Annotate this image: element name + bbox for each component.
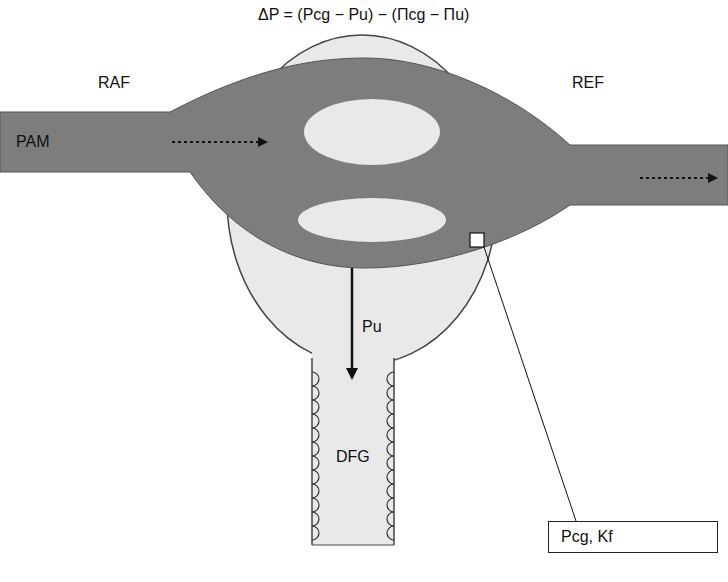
tubule-cell: [312, 400, 319, 414]
mesangial-space: [298, 198, 446, 242]
filtration-label: DFG: [336, 448, 370, 466]
tubule-cell: [387, 484, 394, 498]
tubule-cell: [387, 372, 394, 386]
tubule-cell: [387, 386, 394, 400]
leader-line: [484, 247, 576, 521]
callout-box: Pcg, Kf: [548, 521, 718, 553]
tubule-cell: [312, 526, 319, 540]
resistance-label: RAF: [98, 74, 130, 92]
mesangial-space: [304, 99, 440, 165]
tubule-cell: [312, 428, 319, 442]
tubule-cells: [312, 372, 394, 540]
tubule-cell: [312, 498, 319, 512]
tubule-cell: [312, 414, 319, 428]
tubule-cell: [387, 414, 394, 428]
tubule-cell: [312, 386, 319, 400]
pressure-label: PAM: [16, 133, 49, 151]
capillary-tuft: [0, 58, 728, 268]
filtration-arrow: [351, 268, 354, 378]
flow-arrow: [640, 177, 716, 179]
capillary-wall-marker: [470, 233, 484, 247]
tubule-cell: [387, 470, 394, 484]
tubule-cell: [387, 456, 394, 470]
tubule-cell: [387, 428, 394, 442]
tubule-cell: [312, 456, 319, 470]
tubule-cell: [312, 484, 319, 498]
tubule-cell: [312, 470, 319, 484]
pressure-label: Pu: [362, 318, 382, 336]
tubule-cell: [312, 442, 319, 456]
tubule-end: [312, 545, 394, 546]
tubule-cell: [387, 442, 394, 456]
tubule-cell: [387, 512, 394, 526]
tubule-cell: [387, 498, 394, 512]
flow-arrow: [172, 141, 266, 143]
tubule-cell: [387, 526, 394, 540]
equation-heading: ΔP = (Pcg − Pu) − (Πcg − Πu): [258, 6, 469, 24]
tubule-cell: [312, 512, 319, 526]
callout-text: Pcg, Kf: [561, 528, 613, 545]
tubule-cell: [387, 400, 394, 414]
tubule-cell: [312, 372, 319, 386]
resistance-label: REF: [572, 74, 604, 92]
tubule-lumen: [312, 350, 394, 545]
